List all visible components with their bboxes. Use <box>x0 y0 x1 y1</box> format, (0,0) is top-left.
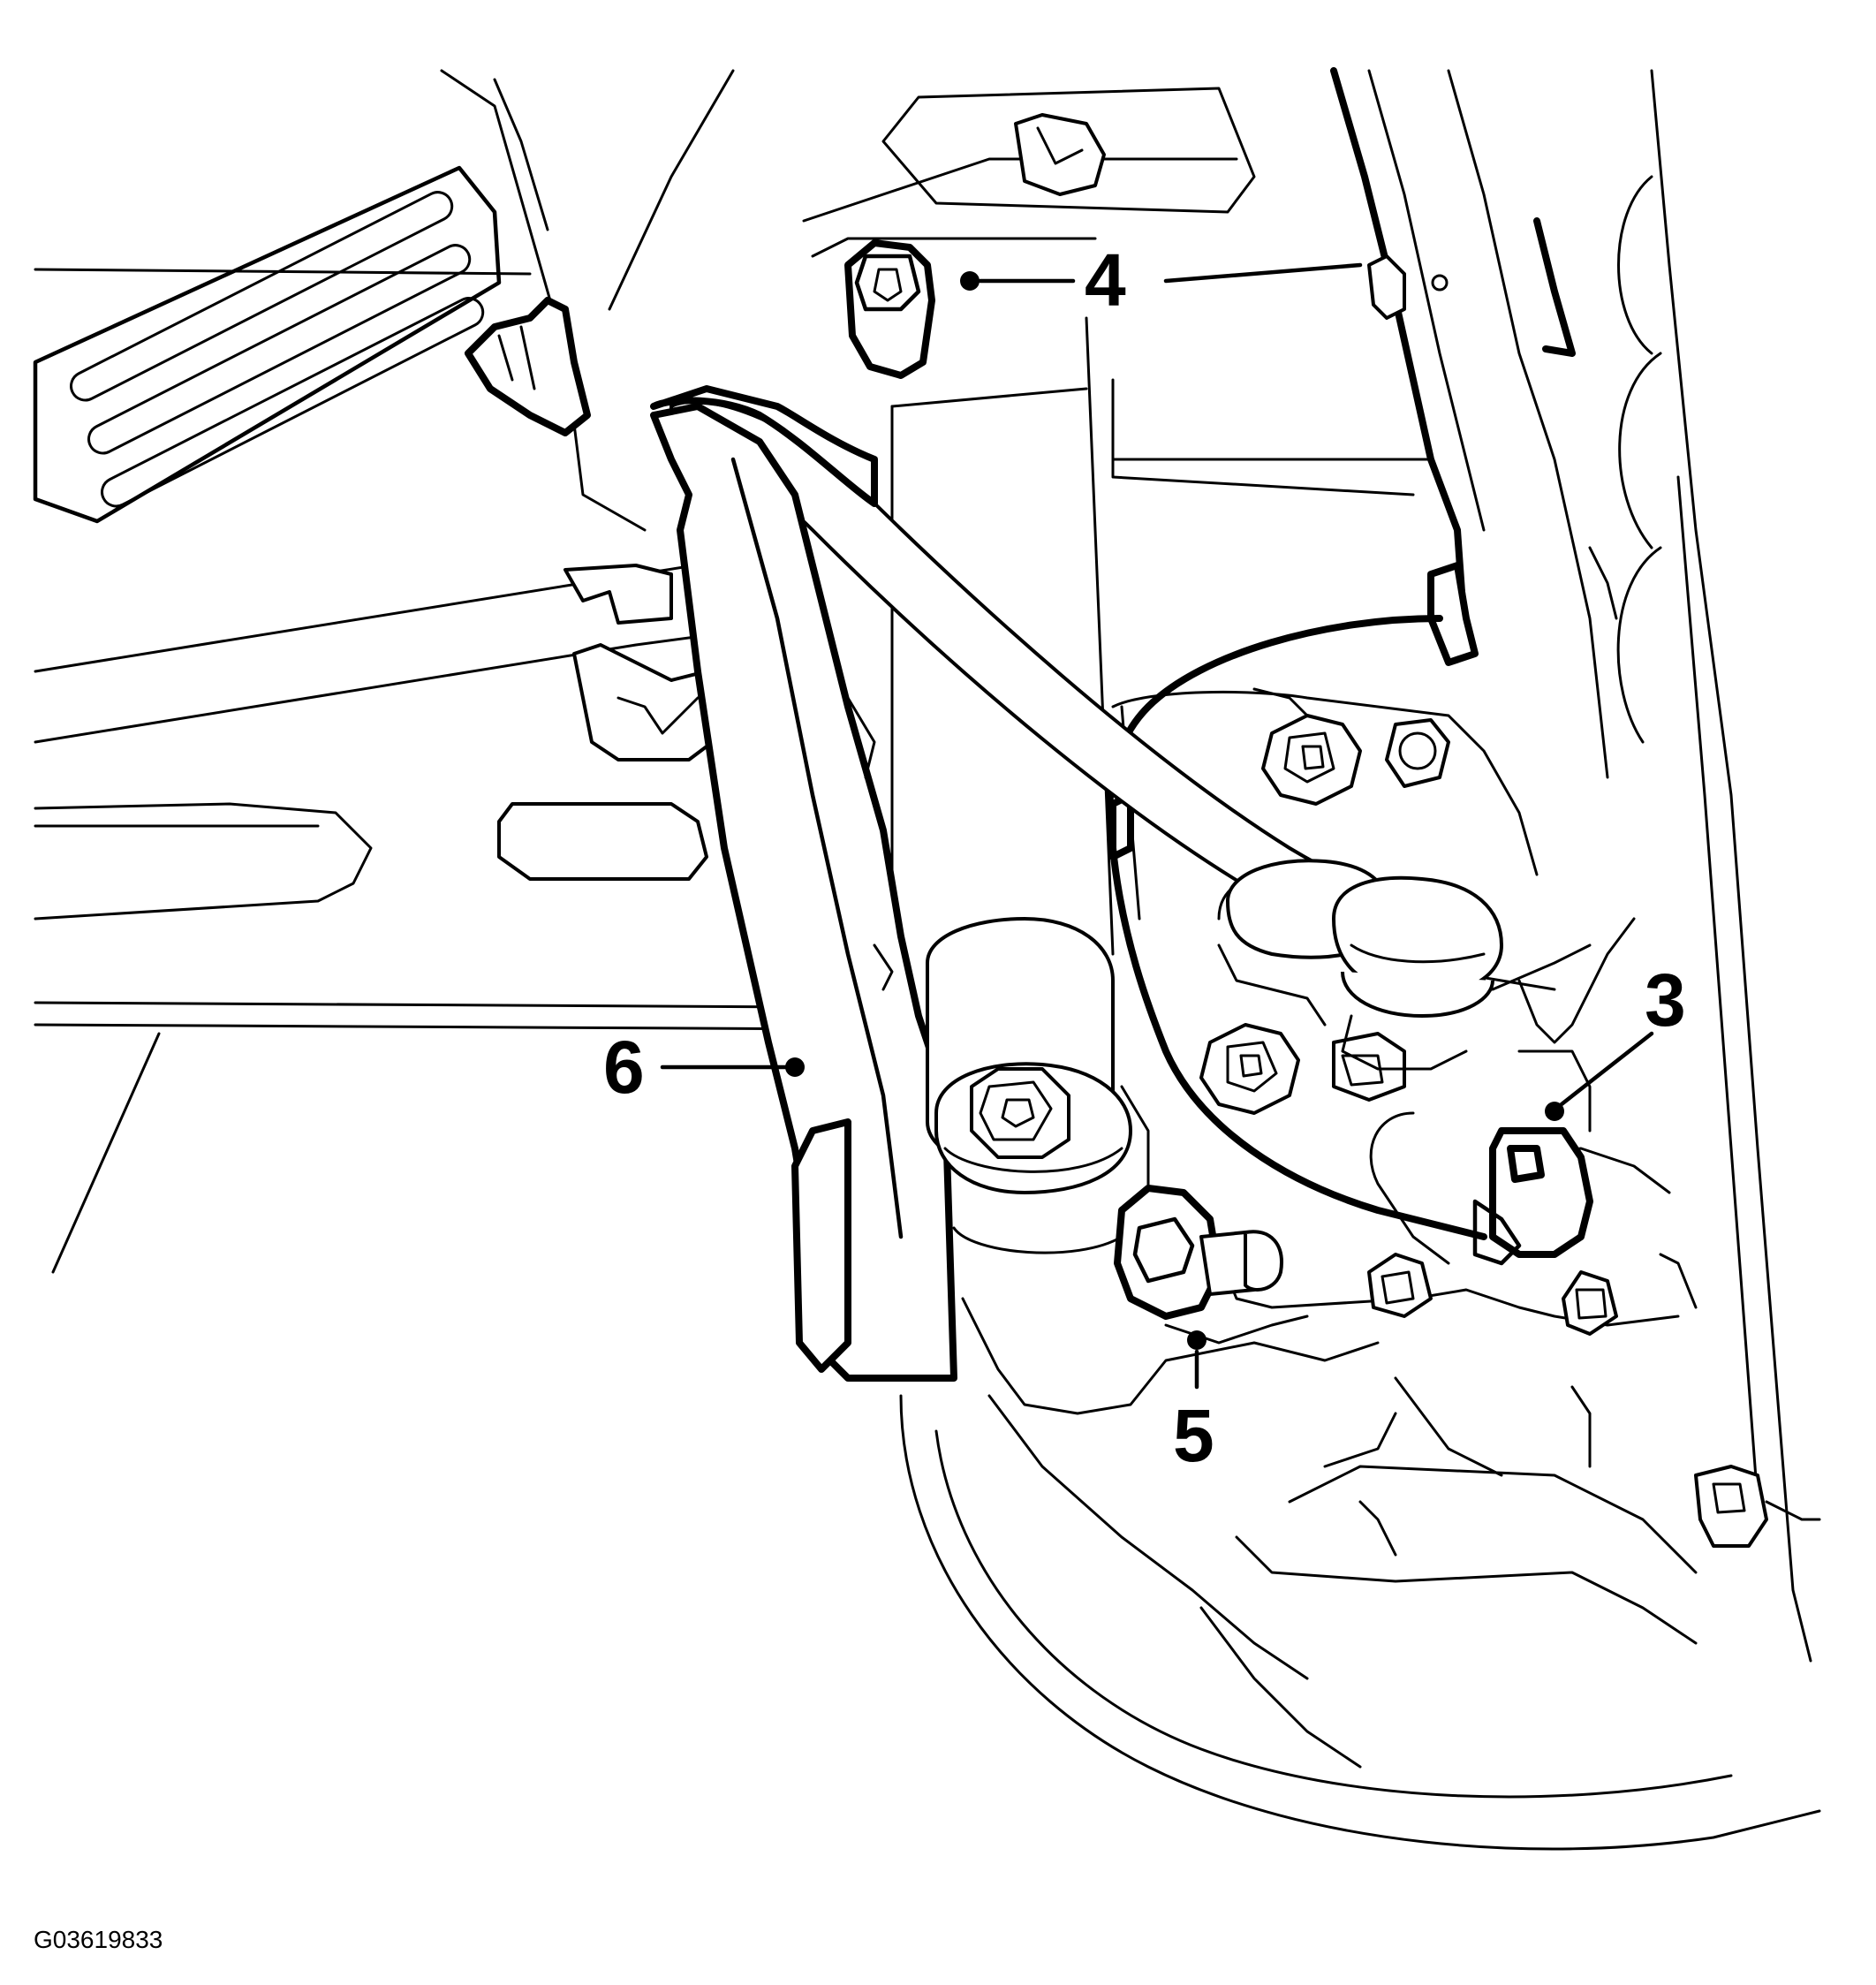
sensor-bolt <box>1114 1185 1309 1345</box>
top-mount-bolt <box>811 237 1097 379</box>
callout-4-label: 4 <box>1085 239 1126 322</box>
wheel-speed-sensor-connector <box>1472 1127 1593 1266</box>
ribbed-plate <box>33 165 532 524</box>
right-body-edge <box>1330 67 1812 1663</box>
callout-4-dot <box>960 271 980 291</box>
brake-hose <box>1106 615 1487 1240</box>
callout-3-label: 3 <box>1645 958 1686 1042</box>
left-bolt <box>465 297 591 436</box>
crossmember <box>34 555 850 1274</box>
callout-5-dot <box>1187 1330 1207 1350</box>
callout-5-label: 5 <box>1173 1394 1214 1477</box>
callout-leaders <box>660 262 1654 1390</box>
shock-lower-mount <box>926 917 1380 1415</box>
callout-3-dot <box>1545 1102 1564 1121</box>
stabilizer-link <box>650 385 1592 1071</box>
figure-id: G03619833 <box>34 1926 163 1953</box>
lower-control-arm <box>650 403 957 1382</box>
callout-6-label: 6 <box>603 1026 645 1109</box>
callout-6-dot <box>785 1057 805 1077</box>
dust-shield <box>899 1376 1821 1851</box>
